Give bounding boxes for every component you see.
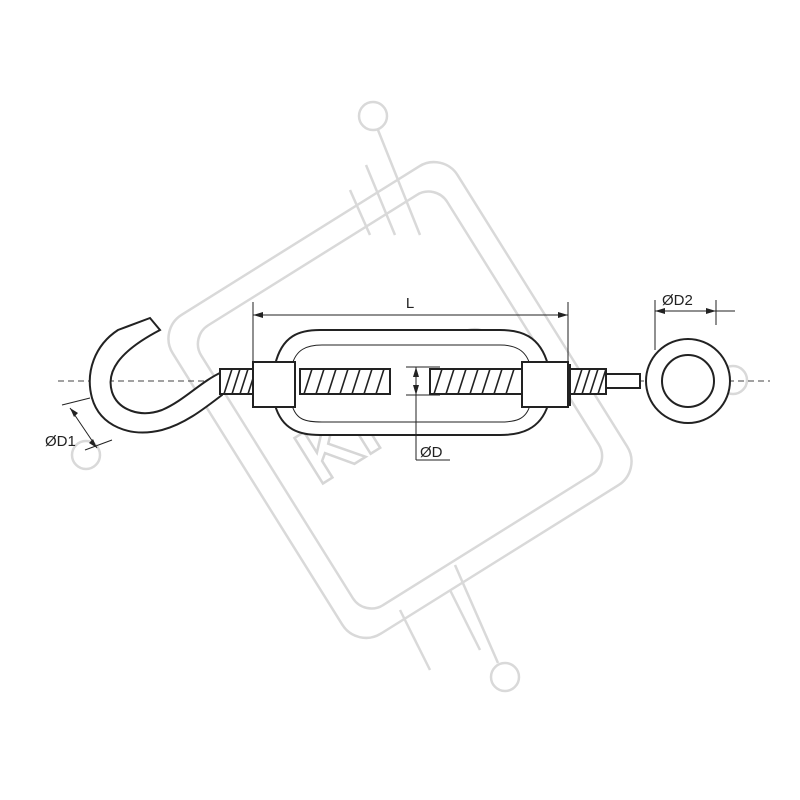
body-diameter-label: ØD: [420, 444, 443, 461]
hook-end: [88, 316, 223, 434]
dimension-length: L: [252, 295, 569, 362]
dimension-body-diameter: ØD: [406, 366, 450, 461]
left-nut: [252, 361, 296, 408]
dimension-eye-diameter: ØD2: [654, 292, 735, 350]
hook-diameter-label: ØD1: [45, 433, 76, 450]
dimension-hook-diameter: ØD1: [45, 397, 113, 451]
right-threaded-rod: [569, 368, 641, 395]
right-nut: [521, 361, 569, 408]
eye-end: [645, 338, 731, 424]
length-label: L: [406, 295, 414, 312]
turnbuckle-body: [252, 329, 571, 436]
left-threaded-rod: [219, 368, 257, 395]
eye-diameter-label: ØD2: [662, 292, 693, 309]
